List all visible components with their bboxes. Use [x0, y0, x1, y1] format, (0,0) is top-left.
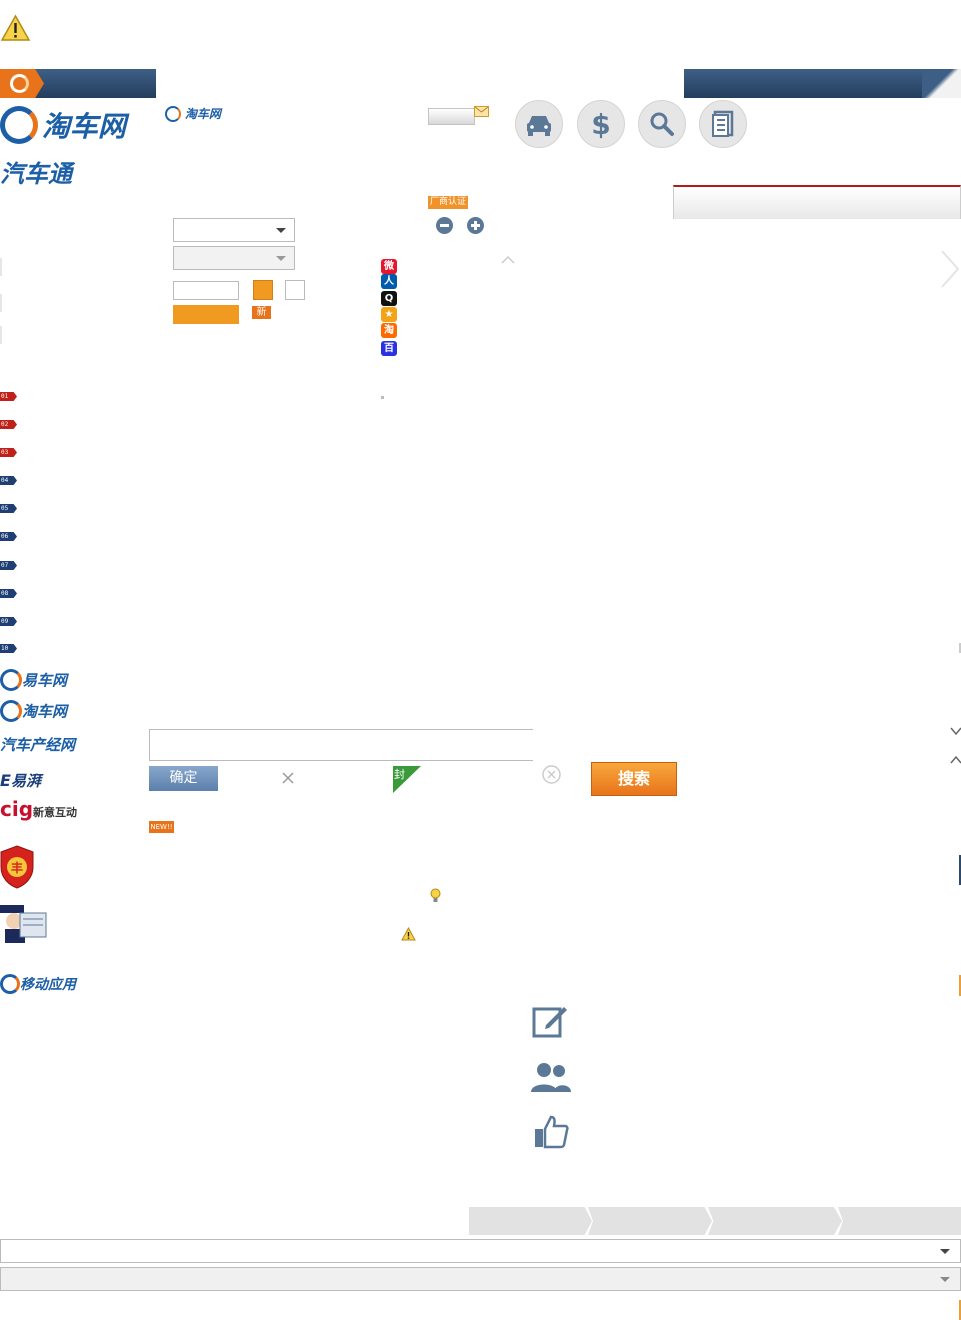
- dealer-cert-badge: 厂商认证: [428, 196, 469, 209]
- renren-icon[interactable]: 人: [381, 274, 397, 289]
- header-logo-badge[interactable]: [0, 69, 44, 98]
- qzone-icon[interactable]: ★: [381, 307, 397, 322]
- partner-yiche-text: 易车网: [22, 671, 68, 690]
- weibo-icon[interactable]: 微: [381, 259, 397, 274]
- rank-tag-05: 05: [0, 504, 17, 513]
- header-bar-right: [684, 69, 961, 98]
- seal-tag: 封: [393, 766, 421, 793]
- edge-mark-4: [959, 1300, 961, 1320]
- step-2[interactable]: [588, 1207, 712, 1235]
- new-tag: 新: [252, 306, 271, 319]
- edge-mark-1: [959, 643, 961, 653]
- zoom-in-button[interactable]: [467, 217, 484, 234]
- baidu-icon[interactable]: 百: [381, 341, 397, 356]
- bottom-select-1[interactable]: [0, 1239, 961, 1263]
- search-button[interactable]: 搜索: [591, 762, 677, 796]
- orange-color-checkbox[interactable]: [253, 280, 273, 300]
- search-icon: [650, 112, 674, 136]
- news-icon: [712, 110, 734, 137]
- white-color-checkbox[interactable]: [285, 280, 305, 300]
- news-nav-button[interactable]: [699, 100, 747, 148]
- edge-mark-2: [959, 855, 961, 885]
- svg-text:丰: 丰: [11, 860, 23, 875]
- car-nav-button[interactable]: [515, 100, 563, 148]
- search-input[interactable]: [149, 729, 533, 761]
- dollar-icon: $: [591, 108, 610, 141]
- brand-select[interactable]: [173, 218, 295, 242]
- clear-circle-icon[interactable]: [542, 765, 561, 784]
- search-nav-button[interactable]: [638, 100, 686, 148]
- zoom-out-button[interactable]: [436, 217, 453, 234]
- partner-yipai-prefix: E: [0, 771, 11, 790]
- mobile-app-text: 移动应用: [20, 977, 76, 993]
- dollar-nav-button[interactable]: $: [577, 100, 625, 148]
- rank-tag-04: 04: [0, 476, 17, 485]
- svg-text:$: $: [591, 108, 610, 141]
- chevron-down-icon[interactable]: [950, 727, 961, 736]
- chevron-right-icon[interactable]: [940, 249, 960, 289]
- chevron-up-icon[interactable]: [501, 255, 515, 264]
- police-officer-icon[interactable]: [0, 903, 48, 945]
- partner-taoche-text: 淘车网: [22, 702, 68, 721]
- traffic-police-badge-icon[interactable]: 丰: [0, 845, 34, 889]
- partner-cig-text: 新意互动: [33, 806, 78, 819]
- lightbulb-icon: [430, 888, 441, 902]
- qichetong-logo[interactable]: 汽车通: [0, 160, 72, 188]
- bottom-select-2[interactable]: [0, 1267, 961, 1291]
- partner-yiche[interactable]: 易车网: [0, 669, 67, 691]
- partner-yipai[interactable]: E易湃: [0, 770, 41, 791]
- model-select[interactable]: [173, 246, 295, 270]
- partner-cig[interactable]: cig新意互动: [0, 797, 77, 821]
- close-icon[interactable]: [282, 772, 294, 784]
- header-bar-left: [0, 69, 156, 98]
- warning-small-icon: [401, 927, 416, 941]
- edge-mark-3: [959, 975, 961, 996]
- rank-tag-06: 06: [0, 532, 17, 541]
- envelope-icon[interactable]: [474, 106, 489, 117]
- mobile-app-link[interactable]: 移动应用: [0, 974, 76, 994]
- login-tab[interactable]: [673, 185, 961, 219]
- chevron-up-icon-2[interactable]: [950, 755, 961, 764]
- confirm-button[interactable]: 确定: [149, 766, 218, 791]
- small-taoche-logo-text: 淘车网: [184, 107, 221, 121]
- step-1[interactable]: [469, 1207, 592, 1235]
- partner-yipai-text: 易湃: [10, 772, 41, 790]
- new-badge: NEW!!: [149, 821, 174, 833]
- warning-triangle-icon: [0, 14, 31, 45]
- rank-tag-01: 01: [0, 392, 17, 401]
- small-taoche-logo[interactable]: 淘车网: [165, 105, 221, 122]
- partner-cig-prefix: cig: [0, 797, 34, 821]
- rank-tag-08: 08: [0, 589, 17, 598]
- users-icon[interactable]: [530, 1060, 572, 1094]
- partner-taoche[interactable]: 淘车网: [0, 700, 67, 722]
- rank-tag-02: 02: [0, 420, 17, 429]
- rank-tag-03: 03: [0, 448, 17, 457]
- seal-tag-text: 封: [394, 768, 405, 781]
- qq-icon[interactable]: Q: [381, 291, 397, 306]
- taoche-logo-text: 淘车网: [41, 110, 126, 143]
- partner-qichechanjing[interactable]: 汽车产经网: [0, 736, 76, 754]
- step-3[interactable]: [708, 1207, 842, 1235]
- price-input[interactable]: [173, 281, 239, 300]
- taobao-icon[interactable]: 淘: [381, 323, 397, 338]
- mail-input[interactable]: [428, 108, 475, 125]
- filter-submit-button[interactable]: [173, 305, 239, 324]
- car-icon: [527, 116, 551, 136]
- step-4[interactable]: [838, 1207, 961, 1235]
- thumbs-up-icon[interactable]: [533, 1113, 569, 1149]
- taoche-logo[interactable]: 淘车网: [0, 105, 126, 145]
- rank-tag-07: 07: [0, 561, 17, 570]
- rank-tag-10: 10: [0, 644, 17, 653]
- edit-icon[interactable]: [531, 1002, 569, 1040]
- rank-tag-09: 09: [0, 617, 17, 626]
